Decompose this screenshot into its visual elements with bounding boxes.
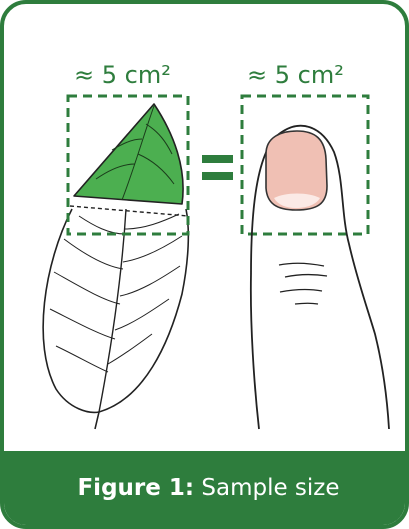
leaf-sample-piece [74,104,183,204]
leaf-midrib [99,209,126,412]
thumb-area-label: ≈ 5 cm² [247,61,344,89]
figure-caption: Figure 1: Sample size [77,475,339,501]
equals-sign [202,155,233,180]
leaf-area-label: ≈ 5 cm² [74,61,171,89]
leaf-stem [95,412,99,429]
knuckle-creases [279,263,327,304]
caption-bar: Figure 1: Sample size [4,451,409,525]
figure-label: Figure 1: [77,475,194,501]
cut-line [70,206,188,216]
diagram-canvas [4,4,409,459]
leaf-illustration [43,104,188,429]
figure-title: Sample size [201,475,339,501]
figure-illustration: ≈ 5 cm² ≈ 5 cm² [4,4,409,459]
